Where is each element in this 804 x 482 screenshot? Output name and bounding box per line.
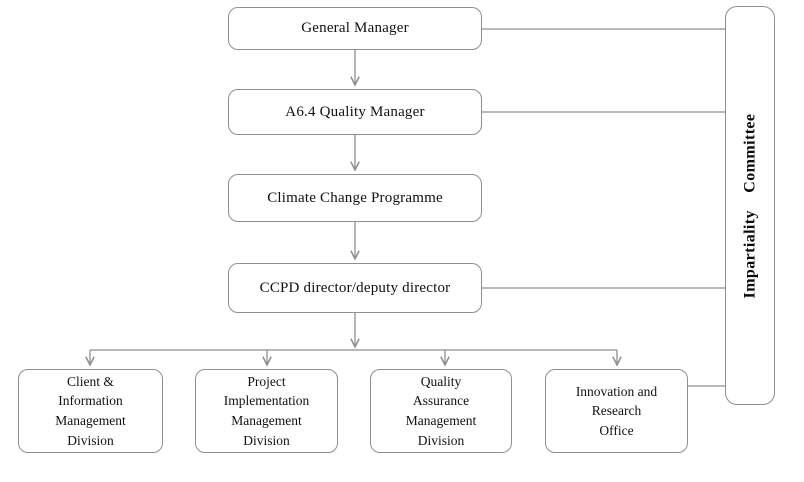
- node-ccpd-director: CCPD director/deputy director: [228, 263, 482, 313]
- node-general-manager: General Manager: [228, 7, 482, 50]
- node-climate-change-programme: Climate Change Programme: [228, 174, 482, 222]
- node-quality-assurance-division: Quality Assurance Management Division: [370, 369, 512, 453]
- node-quality-manager: A6.4 Quality Manager: [228, 89, 482, 135]
- node-impartiality-committee: Impartiality Committee: [725, 6, 775, 405]
- node-project-implementation-division: Project Implementation Management Divisi…: [195, 369, 338, 453]
- node-innovation-research-office: Innovation and Research Office: [545, 369, 688, 453]
- node-client-information-division: Client & Information Management Division: [18, 369, 163, 453]
- impartiality-committee-label: Impartiality Committee: [741, 113, 758, 298]
